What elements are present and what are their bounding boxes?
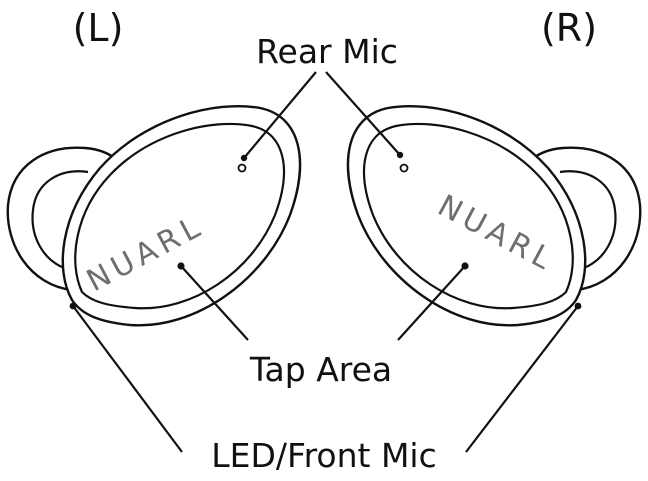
right-earbud-face	[362, 122, 574, 310]
rear-mic-dot-left	[240, 154, 248, 162]
left-earbud: NUARL	[6, 104, 302, 327]
right-rear-mic-hole	[399, 163, 409, 173]
right-ear-wing-inner	[559, 170, 617, 272]
tap-area-label: Tap Area	[249, 350, 392, 389]
left-earbud-face	[74, 122, 286, 310]
led-leader-left	[72, 305, 183, 453]
led-front-mic-label: LED/Front Mic	[211, 436, 437, 475]
led-dot-right	[574, 302, 582, 310]
callout-lines	[69, 71, 582, 453]
right-earbud: NUARL	[346, 104, 642, 327]
tap-area-dot-left	[177, 262, 185, 270]
left-ear-wing-inner	[31, 170, 89, 272]
rear-mic-dot-right	[396, 151, 404, 159]
left-earbud-body	[61, 104, 302, 327]
right-earbud-body	[346, 104, 587, 327]
tap-area-leader-left	[180, 265, 249, 341]
tap-area-dot-right	[461, 262, 469, 270]
right-side-label: (R)	[541, 6, 597, 50]
left-side-label: (L)	[73, 6, 124, 50]
led-leader-right	[465, 305, 579, 453]
left-rear-mic-hole	[237, 163, 247, 173]
tap-area-leader-right	[397, 265, 466, 341]
led-dot-left	[69, 302, 77, 310]
rear-mic-leader-right	[325, 71, 401, 156]
rear-mic-label: Rear Mic	[256, 32, 398, 71]
rear-mic-leader-left	[243, 71, 317, 159]
